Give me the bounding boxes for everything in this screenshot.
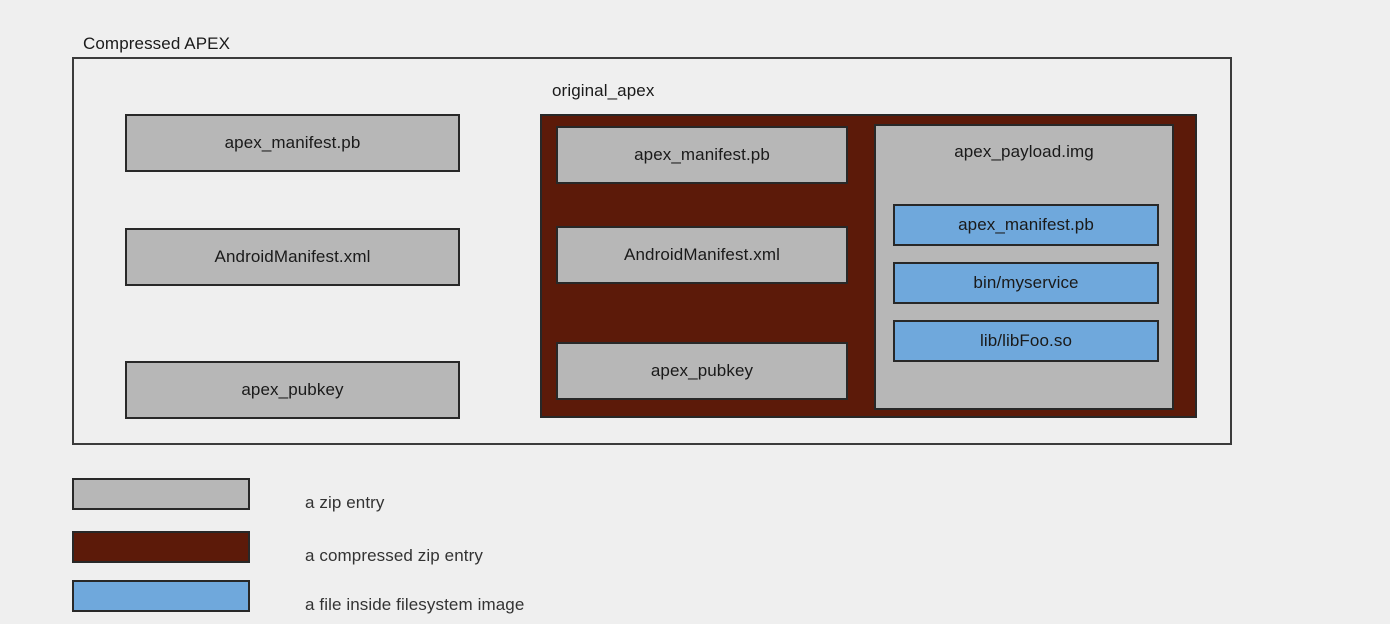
legend-swatch-zip-entry [72, 478, 250, 510]
legend-label-filesystem-file: a file inside filesystem image [305, 595, 525, 614]
fs-file-apex-manifest-pb: apex_manifest.pb [893, 204, 1159, 246]
zip-entry-apex-manifest-pb: apex_manifest.pb [125, 114, 460, 172]
original-apex-entry-apex-manifest-pb: apex_manifest.pb [556, 126, 848, 184]
fs-file-lib-libfoo-so: lib/libFoo.so [893, 320, 1159, 362]
zip-entry-label: apex_pubkey [650, 361, 754, 380]
original-apex-entry-apex-pubkey: apex_pubkey [556, 342, 848, 400]
legend-label-compressed-zip-entry: a compressed zip entry [305, 546, 483, 565]
zip-entry-label: apex_manifest.pb [224, 133, 361, 152]
original-apex-entry-android-manifest-xml: AndroidManifest.xml [556, 226, 848, 284]
legend-swatch-filesystem-file [72, 580, 250, 612]
fs-file-label: apex_manifest.pb [958, 215, 1094, 234]
zip-entry-apex-pubkey: apex_pubkey [125, 361, 460, 419]
apex-payload-img-label: apex_payload.img [954, 142, 1094, 161]
fs-file-bin-myservice: bin/myservice [893, 262, 1159, 304]
compressed-apex-caption: Compressed APEX [83, 34, 231, 53]
zip-entry-label: apex_pubkey [241, 380, 344, 399]
legend-swatch-compressed-zip-entry [72, 531, 250, 563]
zip-entry-label: AndroidManifest.xml [624, 245, 780, 264]
original-apex-caption: original_apex [552, 81, 655, 100]
zip-entry-android-manifest-xml: AndroidManifest.xml [125, 228, 460, 286]
fs-file-label: bin/myservice [973, 273, 1079, 292]
fs-file-label: lib/libFoo.so [979, 331, 1072, 350]
apex-payload-img-entry: apex_payload.img apex_manifest.pb bin/my… [874, 124, 1174, 410]
zip-entry-label: AndroidManifest.xml [214, 247, 371, 266]
zip-entry-label: apex_manifest.pb [634, 145, 770, 164]
legend-label-zip-entry: a zip entry [305, 493, 385, 512]
